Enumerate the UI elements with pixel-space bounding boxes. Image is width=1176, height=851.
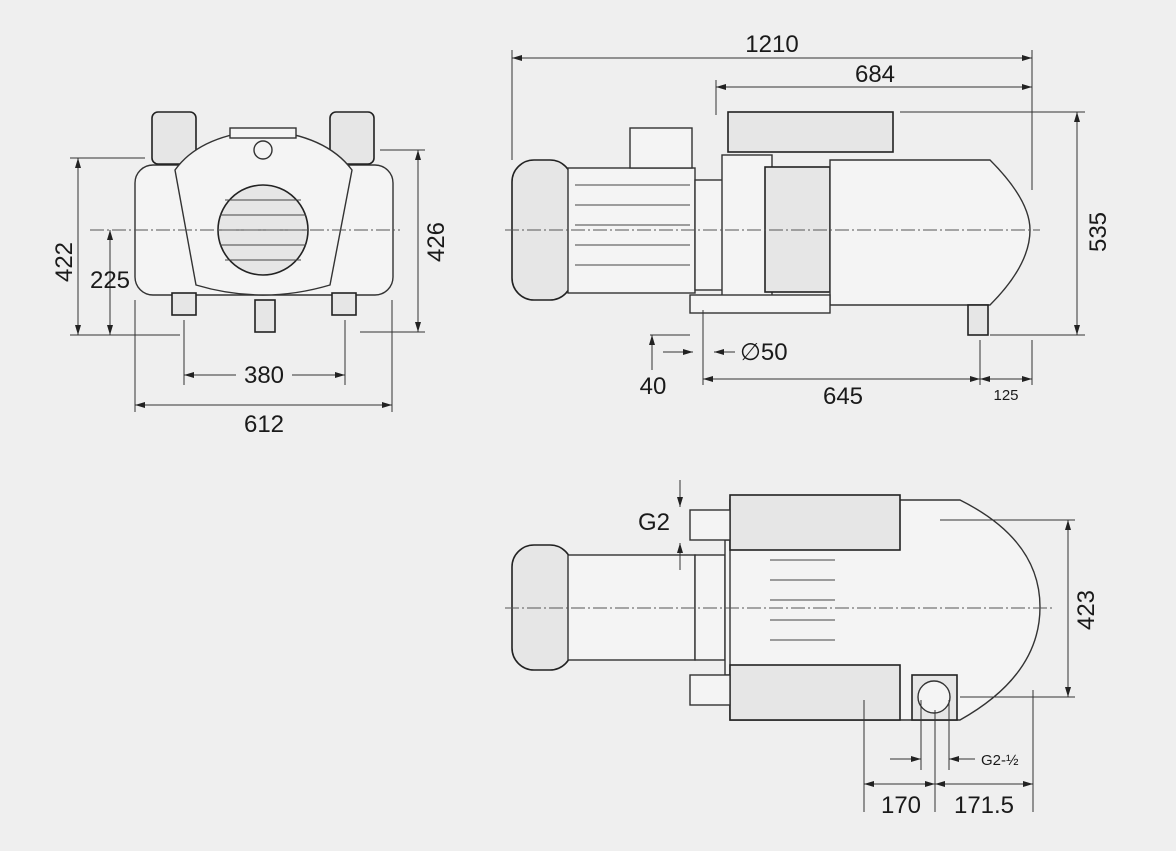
- dim-height-right: 426: [423, 222, 450, 262]
- dim-width-top: 423: [1073, 590, 1100, 630]
- top-view: G2 423 170 171.5 G2-½: [505, 480, 1100, 819]
- dim-port-x2: 171.5: [954, 792, 1014, 819]
- dim-height-overall: 422: [51, 242, 78, 282]
- dim-rear-overhang: 125: [993, 387, 1018, 404]
- dim-foot-spacing: 380: [244, 362, 284, 389]
- dim-port-diameter: ∅50: [740, 339, 788, 366]
- dim-foot-offset: 40: [640, 373, 667, 400]
- dim-port-x1: 170: [881, 792, 921, 819]
- dim-pump-length: 684: [855, 61, 895, 88]
- dim-length-overall: 1210: [745, 31, 798, 58]
- dim-axis-height: 225: [90, 267, 130, 294]
- dim-width: 612: [244, 411, 284, 438]
- label-port-inlet: G2: [638, 509, 670, 536]
- dim-height: 535: [1085, 212, 1112, 252]
- dim-foot-span: 645: [823, 383, 863, 410]
- front-view: 422 225 426 380 612: [51, 111, 450, 438]
- label-port-outlet: G2-½: [981, 752, 1019, 769]
- side-view: 1210 684 535 40 ∅50 645 125: [505, 31, 1112, 410]
